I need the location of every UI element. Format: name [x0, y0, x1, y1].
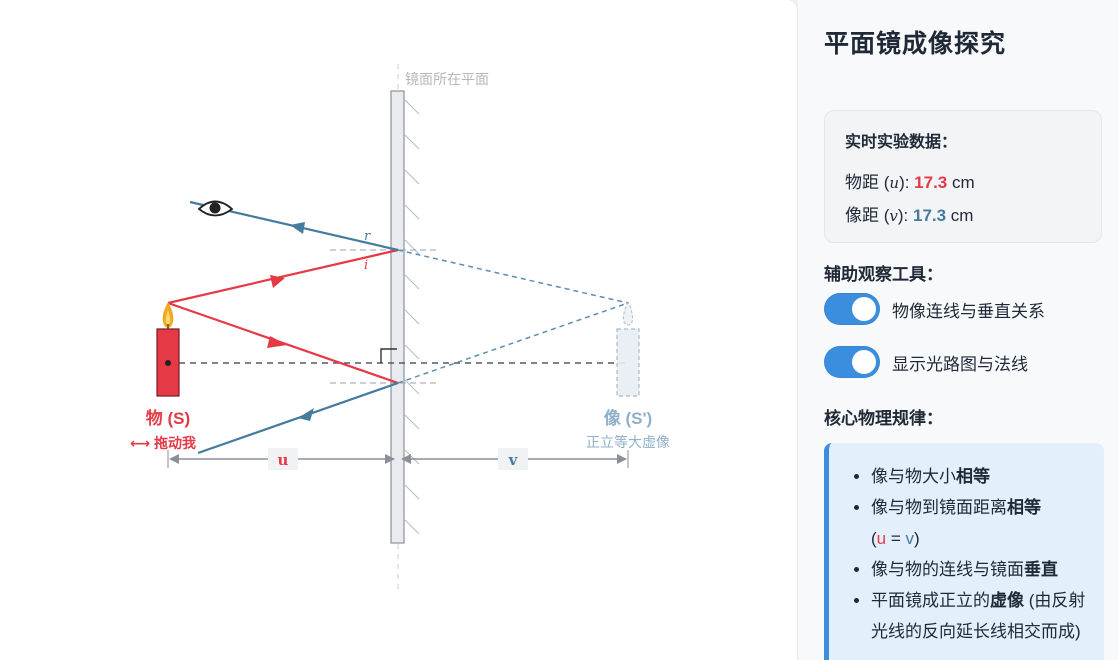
- laws-list: 像与物大小相等 像与物到镜面距离相等(u = v) 像与物的连线与镜面垂直 平面…: [849, 461, 1090, 647]
- virtual-ray-top: [397, 249, 629, 304]
- connection-line-toggle[interactable]: [824, 293, 880, 325]
- reflected-ray-bottom-arrow: [298, 408, 314, 421]
- right-angle-marker: [380, 348, 397, 363]
- v-label: v: [508, 451, 519, 469]
- incident-ray-bottom-arrow: [267, 336, 287, 348]
- ray-diagram-toggle[interactable]: [824, 346, 880, 378]
- u-label: u: [278, 451, 289, 469]
- control-panel: 平面镜成像探究 实时实验数据： 物距 (u): 17.3 cm 像距 (v): …: [798, 0, 1118, 660]
- experiment-canvas: 镜面所在平面: [0, 0, 797, 660]
- panel-title: 平面镜成像探究: [824, 30, 1007, 58]
- drag-hint[interactable]: ⟷ 拖动我: [130, 435, 196, 451]
- law-item: 像与物大小相等: [871, 461, 1090, 492]
- image-distance-row: 像距 (v): 17.3 cm: [845, 206, 974, 225]
- mirror-hatching: [404, 99, 420, 535]
- laws-title: 核心物理规律：: [824, 409, 943, 428]
- optics-diagram: 镜面所在平面: [130, 64, 670, 590]
- image-distance-value: 17.3: [912, 206, 947, 225]
- object-label: 物 (S): [146, 408, 190, 428]
- laws-card: 像与物大小相等 像与物到镜面距离相等(u = v) 像与物的连线与镜面垂直 平面…: [824, 443, 1104, 660]
- incident-ray-top-arrow: [270, 275, 285, 288]
- incidence-angle-label: i: [364, 258, 368, 273]
- toggle-row-connection[interactable]: 物像连线与垂直关系: [824, 292, 1045, 326]
- data-card-title: 实时实验数据：: [845, 134, 958, 151]
- candle-image: [616, 300, 640, 397]
- mirror-plane-label: 镜面所在平面: [405, 71, 489, 87]
- image-description: 正立等大虚像: [586, 434, 670, 450]
- reflection-angle-label: r: [364, 229, 371, 244]
- reflected-ray-top-arrow: [290, 222, 305, 234]
- law-item: 平面镜成正立的虚像 (由反射光线的反向延长线相交而成): [871, 585, 1090, 647]
- law-item: 像与物到镜面距离相等(u = v): [871, 492, 1090, 554]
- data-card: 实时实验数据： 物距 (u): 17.3 cm 像距 (v): 17.3 cm: [824, 110, 1102, 243]
- toggle-row-rays[interactable]: 显示光路图与法线: [824, 345, 1028, 379]
- ray-diagram-toggle-label: 显示光路图与法线: [892, 354, 1028, 374]
- eye-icon: [197, 200, 234, 217]
- image-label: 像 (S'): [604, 409, 652, 428]
- object-distance-value: 17.3: [914, 173, 948, 192]
- tools-title: 辅助观察工具：: [824, 265, 943, 284]
- virtual-ray-bottom: [397, 302, 629, 384]
- law-item: 像与物的连线与镜面垂直: [871, 554, 1090, 585]
- incident-ray-top: [167, 248, 399, 305]
- mirror: [390, 90, 405, 544]
- connection-line-toggle-label: 物像连线与垂直关系: [892, 301, 1045, 321]
- candle-object[interactable]: [156, 302, 180, 397]
- object-distance-row: 物距 (u): 17.3 cm: [845, 173, 975, 192]
